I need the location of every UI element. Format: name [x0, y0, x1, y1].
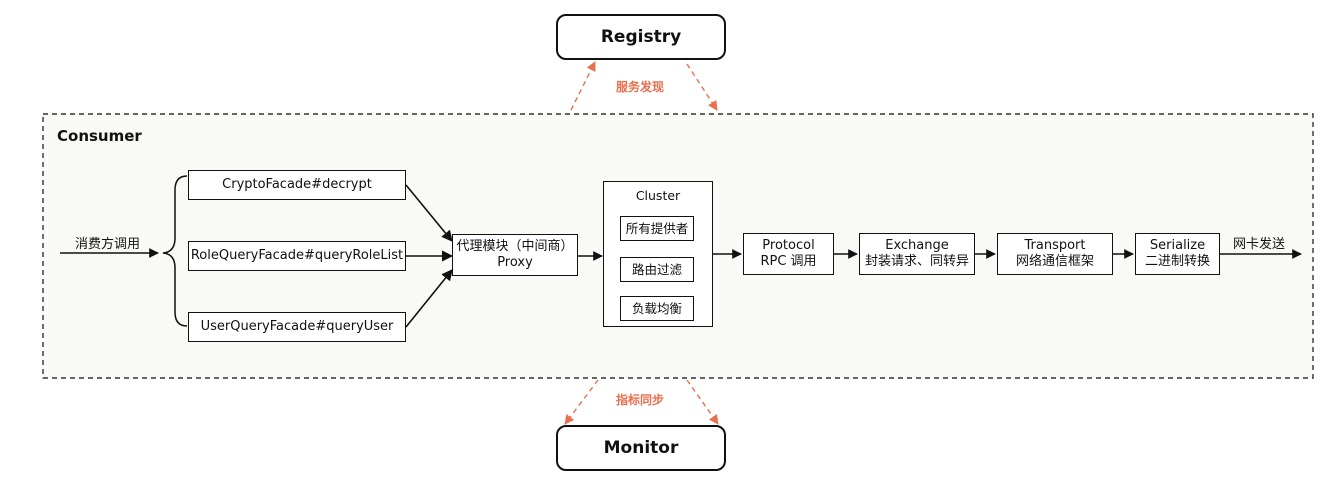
caller-label: 消费方调用 [75, 237, 141, 252]
facade-role: RoleQueryFacade#queryRoleList [188, 241, 406, 271]
metric-sync-label: 指标同步 [616, 393, 665, 407]
cluster-title: Cluster [635, 188, 681, 203]
cluster-step-loadbalance: 负载均衡 [620, 296, 694, 321]
cluster-step-routing-label: 路由过滤 [631, 261, 682, 277]
transport-node: Transport 网络通信框架 [997, 233, 1113, 275]
service-discovery-label: 服务发现 [616, 80, 665, 94]
nic-send-label: 网卡发送 [1233, 237, 1286, 252]
monitor-node: Monitor [556, 425, 726, 471]
facade-crypto-label: CryptoFacade#decrypt [222, 177, 372, 192]
serialize-line1: Serialize [1149, 238, 1206, 253]
facade-user-label: UserQueryFacade#queryUser [200, 319, 394, 334]
exchange-line1: Exchange [885, 238, 949, 253]
protocol-line1: Protocol [762, 238, 815, 253]
facade-crypto: CryptoFacade#decrypt [188, 170, 406, 200]
registry-node: Registry [556, 14, 726, 60]
facade-role-label: RoleQueryFacade#queryRoleList [190, 248, 404, 263]
cluster-step-providers-label: 所有提供者 [625, 220, 689, 236]
protocol-line2: RPC 调用 [760, 254, 817, 269]
proxy-line1: 代理模块（中间商） [456, 239, 574, 254]
serialize-node: Serialize 二进制转换 [1135, 233, 1220, 275]
arrow-crypto-proxy [405, 184, 453, 242]
proxy-node: 代理模块（中间商） Proxy [452, 234, 578, 276]
consumer-title: Consumer [57, 127, 142, 145]
cluster-step-loadbalance-label: 负载均衡 [631, 300, 682, 316]
monitor-label: Monitor [603, 438, 679, 458]
exchange-line2: 封装请求、同转异 [864, 254, 969, 269]
facade-user: UserQueryFacade#queryUser [188, 312, 406, 342]
serialize-line2: 二进制转换 [1144, 254, 1210, 269]
transport-line2: 网络通信框架 [1015, 254, 1094, 269]
arrow-user-proxy [405, 269, 453, 328]
registry-label: Registry [600, 27, 682, 47]
transport-line1: Transport [1024, 238, 1086, 253]
proxy-line2: Proxy [497, 255, 533, 270]
discovery-arrow-left [570, 61, 596, 111]
exchange-node: Exchange 封装请求、同转异 [859, 233, 975, 275]
facade-brace [162, 175, 188, 327]
discovery-arrow-right [686, 63, 718, 111]
cluster-step-providers: 所有提供者 [620, 216, 694, 241]
protocol-node: Protocol RPC 调用 [743, 233, 834, 275]
cluster-step-routing: 路由过滤 [620, 257, 694, 282]
sync-arrow-right [686, 379, 719, 425]
sync-arrow-left [564, 379, 599, 425]
